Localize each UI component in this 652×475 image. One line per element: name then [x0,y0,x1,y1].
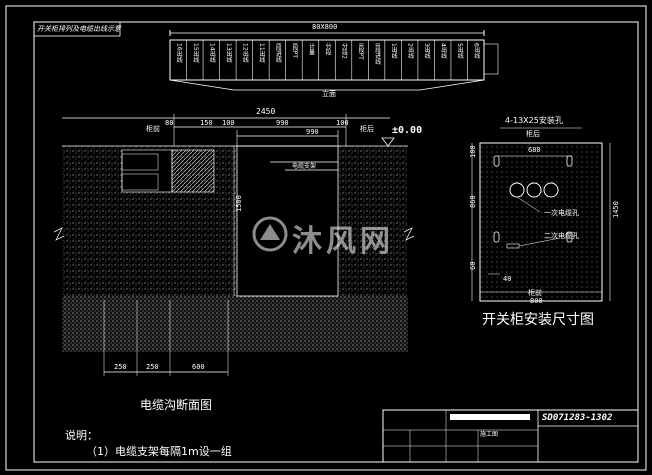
panel-row-label: 立面 [322,90,336,98]
install-left-dim: 100 [469,145,477,158]
panel-cell-label: 4出线 [439,43,447,59]
dim-990: 990 [276,119,289,127]
panel-cell-label: 14出线 [208,43,216,63]
drawing-frame [33,21,639,463]
dim-250b: 250 [146,363,159,371]
top-dim-label: 80X800 [312,23,338,31]
secondary-cable-label: 二次电缆孔 [544,232,579,240]
dim-990b: 990 [306,128,319,136]
dim-100b: 100 [336,119,349,127]
panel-cell-label: II段进线 [373,43,381,65]
section-caption: 电缆沟断面图 [140,398,213,412]
panel-cell-label: 计量 [307,43,315,55]
panel-cell-label: 1出线 [390,43,398,59]
panel-cell-label: I段进线 [274,43,282,63]
install-front-dim: 800 [530,297,543,305]
trench-void [236,145,339,297]
notes-item-1: （1）电缆支架每隔1m设一组 [86,445,232,458]
depth-dim: 1500 [235,195,243,212]
title-block [382,409,639,463]
panel-cell-label: 15出线 [191,43,199,63]
title-row-label: 施工图 [480,431,499,438]
panel-elevation [169,30,499,91]
sheet-border [5,5,647,471]
back-label: 柜后 [360,125,374,133]
bracket-label: 电缆支架 [292,163,317,170]
watermark-emblem-icon [252,216,288,252]
front-label: 柜前 [146,125,160,133]
install-caption: 开关柜安装尺寸图 [482,312,594,328]
install-plan [471,127,611,302]
notes-title: 说明： [65,429,98,442]
dim-600: 600 [192,363,205,371]
primary-cable-label: 一次电缆孔 [544,209,579,217]
panel-cell-label: 2出线 [406,43,414,59]
panel-cell-label: 16出线 [175,43,183,63]
panel-cell-label: 13出线 [224,43,232,63]
panel-cell-label: 6出线 [472,43,480,59]
corner-label: 开关柜排列及电缆出线示意 [37,25,121,33]
concrete-base [62,296,408,352]
install-side-dim: 860 [469,195,477,208]
concrete-right [338,146,408,296]
trench-section [53,114,415,376]
dim-80: 80 [165,119,174,127]
panel-cell-label: 3出线 [423,43,431,59]
panel-cell-label: II段PT [357,43,365,60]
panel-cell-label: 分段2 [340,43,348,59]
corner-label-box [33,21,121,37]
watermark-logo: 沐风网 [292,224,394,259]
install-width-dim: 680 [528,146,541,154]
panel-cell-label: 5出线 [456,43,464,59]
panel-cell-label: I段PT [290,43,298,59]
panel-cell-label: 12出线 [241,43,249,63]
panel-cell-label: 分段 [324,43,331,55]
install-front-label: 柜前 [528,289,542,297]
dim-150: 150 [200,119,213,127]
install-left-dim2: 60 [469,261,477,270]
dim-2450: 2450 [256,107,276,116]
level-label: ±0.00 [392,125,423,136]
dim-250a: 250 [114,363,127,371]
dim-100: 100 [222,119,235,127]
install-bottom-dim: 40 [503,275,512,283]
cabinet-outline [479,142,603,302]
install-back-label: 柜后 [526,130,540,138]
panel-cell-label: 11出线 [257,43,265,63]
install-depth-dim: 1450 [612,201,620,218]
holes-label: 4-13X25安装孔 [505,116,563,125]
drawing-number: SD071283-1302 [542,413,613,423]
